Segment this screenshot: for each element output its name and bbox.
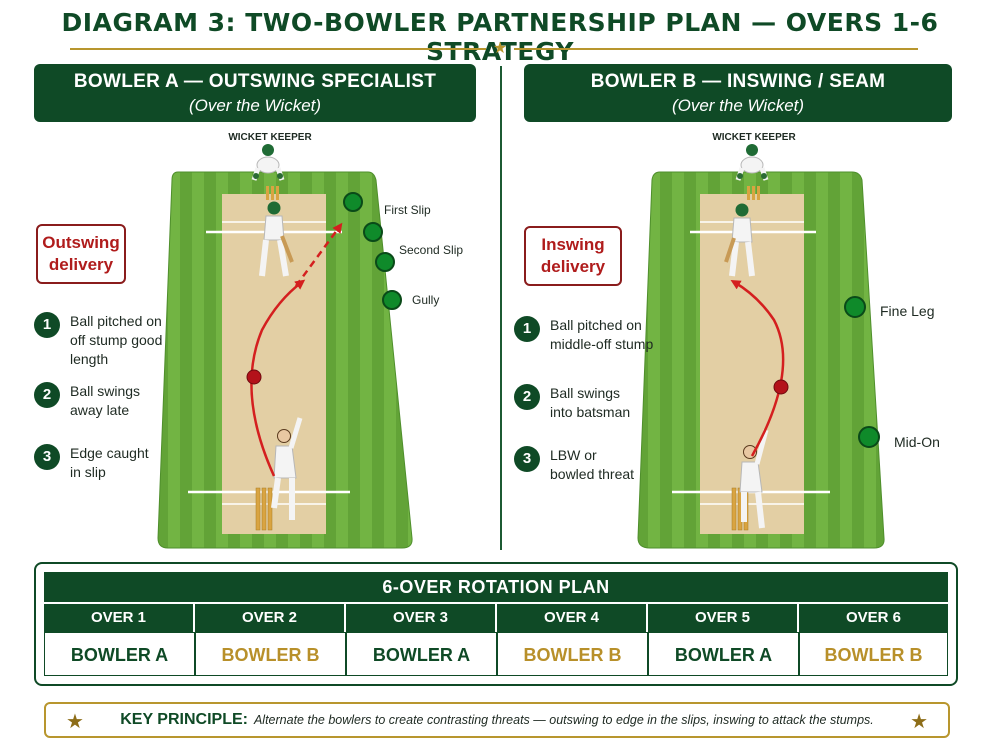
fine-leg-fielder xyxy=(844,296,866,318)
over-1-bowler: BOWLER A xyxy=(44,632,195,676)
right-bowler-figure xyxy=(739,429,769,529)
over-6-bowler: BOWLER B xyxy=(799,632,948,676)
star-icon-left: ★ xyxy=(66,711,84,733)
panel-divider xyxy=(500,66,502,550)
step-text: Ball pitched on off stump good length xyxy=(70,313,163,367)
bowler-b-step-2: 2 Ball swings into batsman xyxy=(514,384,654,422)
over-4-header: OVER 4 xyxy=(497,604,648,632)
bowler-a-subtitle: (Over the Wicket) xyxy=(188,96,322,115)
gully-label: Gully xyxy=(412,293,439,307)
gully-fielder xyxy=(382,290,402,310)
left-keeper-figure xyxy=(251,144,285,181)
left-field: WICKET KEEPER First Slip Second Slip Gul… xyxy=(157,132,463,549)
outswing-delivery-label: Outswing delivery xyxy=(36,224,126,284)
title-rule-left xyxy=(70,48,486,50)
bowler-a-header: BOWLER A — OUTSWING SPECIALIST (Over the… xyxy=(34,64,476,122)
step-text: Ball swings away late xyxy=(70,383,141,418)
key-principle-box: ★ KEY PRINCIPLE: Alternate the bowlers t… xyxy=(44,702,950,738)
over-1-header: OVER 1 xyxy=(44,604,195,632)
step-number: 1 xyxy=(34,312,60,338)
first-slip-fielder xyxy=(343,192,363,212)
third-fielder xyxy=(375,252,395,272)
right-ball xyxy=(773,379,789,395)
bowler-a-step-2: 2 Ball swings away late xyxy=(34,382,174,420)
step-number: 3 xyxy=(514,446,540,472)
title-star-icon: ★ xyxy=(492,40,508,57)
keeper-label-right: WICKET KEEPER xyxy=(712,132,796,143)
first-slip-label: First Slip xyxy=(384,203,431,217)
over-2-header: OVER 2 xyxy=(195,604,346,632)
bowler-a-step-1: 1 Ball pitched on off stump good length xyxy=(34,312,174,369)
second-slip-label: Second Slip xyxy=(399,243,463,257)
bowler-b-title: BOWLER B — INSWING / SEAM xyxy=(590,71,886,92)
mid-on-label: Mid-On xyxy=(894,434,940,450)
step-number: 1 xyxy=(514,316,540,342)
right-ball-trajectory xyxy=(730,279,785,457)
second-slip-fielder xyxy=(363,222,383,242)
key-principle-label: KEY PRINCIPLE: xyxy=(120,711,248,728)
left-bowler-figure xyxy=(271,417,303,520)
diagram-title: DIAGRAM 3: TWO-BOWLER PARTNERSHIP PLAN —… xyxy=(61,8,939,66)
keeper-label-left: WICKET KEEPER xyxy=(228,132,312,143)
left-stumps-top xyxy=(266,186,279,200)
left-ball xyxy=(246,369,262,385)
right-batsman-figure xyxy=(724,203,755,277)
step-text: Ball pitched on middle-off stump xyxy=(550,317,654,352)
over-5-bowler: BOWLER A xyxy=(648,632,799,676)
bowler-b-step-3: 3 LBW or bowled threat xyxy=(514,446,654,484)
left-pitch xyxy=(222,194,326,534)
step-number: 3 xyxy=(34,444,60,470)
rotation-title: 6-OVER ROTATION PLAN xyxy=(44,572,948,602)
bowler-a-step-3: 3 Edge caught in slip xyxy=(34,444,174,482)
step-number: 2 xyxy=(34,382,60,408)
over-4-bowler: BOWLER B xyxy=(497,632,648,676)
bowler-b-step-1: 1 Ball pitched on middle-off stump xyxy=(514,316,654,354)
right-field: WICKET KEEPER Fine Leg Mid-On xyxy=(637,132,940,549)
field-scenes: WICKET KEEPER First Slip Second Slip Gul… xyxy=(157,132,940,549)
rotation-plan: 6-OVER ROTATION PLAN OVER 1 OVER 2 OVER … xyxy=(34,562,958,686)
left-stumps-bottom xyxy=(255,487,273,531)
over-6-header: OVER 6 xyxy=(799,604,948,632)
step-number: 2 xyxy=(514,384,540,410)
bowler-b-header: BOWLER B — INSWING / SEAM (Over the Wick… xyxy=(524,64,952,122)
over-3-bowler: BOWLER A xyxy=(346,632,497,676)
bowler-b-subtitle: (Over the Wicket) xyxy=(671,96,805,115)
key-principle-text: Alternate the bowlers to create contrast… xyxy=(253,713,874,727)
mid-on-fielder xyxy=(858,426,880,448)
left-ball-trajectory xyxy=(250,279,306,477)
inswing-delivery-label: Inswing delivery xyxy=(524,226,622,286)
title-rule-right xyxy=(514,48,918,50)
step-text: LBW or bowled threat xyxy=(550,447,635,482)
left-batsman-figure xyxy=(259,201,294,277)
over-2-bowler: BOWLER B xyxy=(195,632,346,676)
over-3-header: OVER 3 xyxy=(346,604,497,632)
left-edge-path xyxy=(294,222,343,287)
step-text: Edge caught in slip xyxy=(70,445,149,480)
over-5-header: OVER 5 xyxy=(648,604,799,632)
step-text: Ball swings into batsman xyxy=(550,385,631,420)
right-stumps-top xyxy=(747,186,760,200)
right-keeper-figure xyxy=(735,144,769,181)
fine-leg-label: Fine Leg xyxy=(880,303,934,319)
star-icon-right: ★ xyxy=(910,711,928,733)
bowler-a-title: BOWLER A — OUTSWING SPECIALIST xyxy=(73,71,437,92)
